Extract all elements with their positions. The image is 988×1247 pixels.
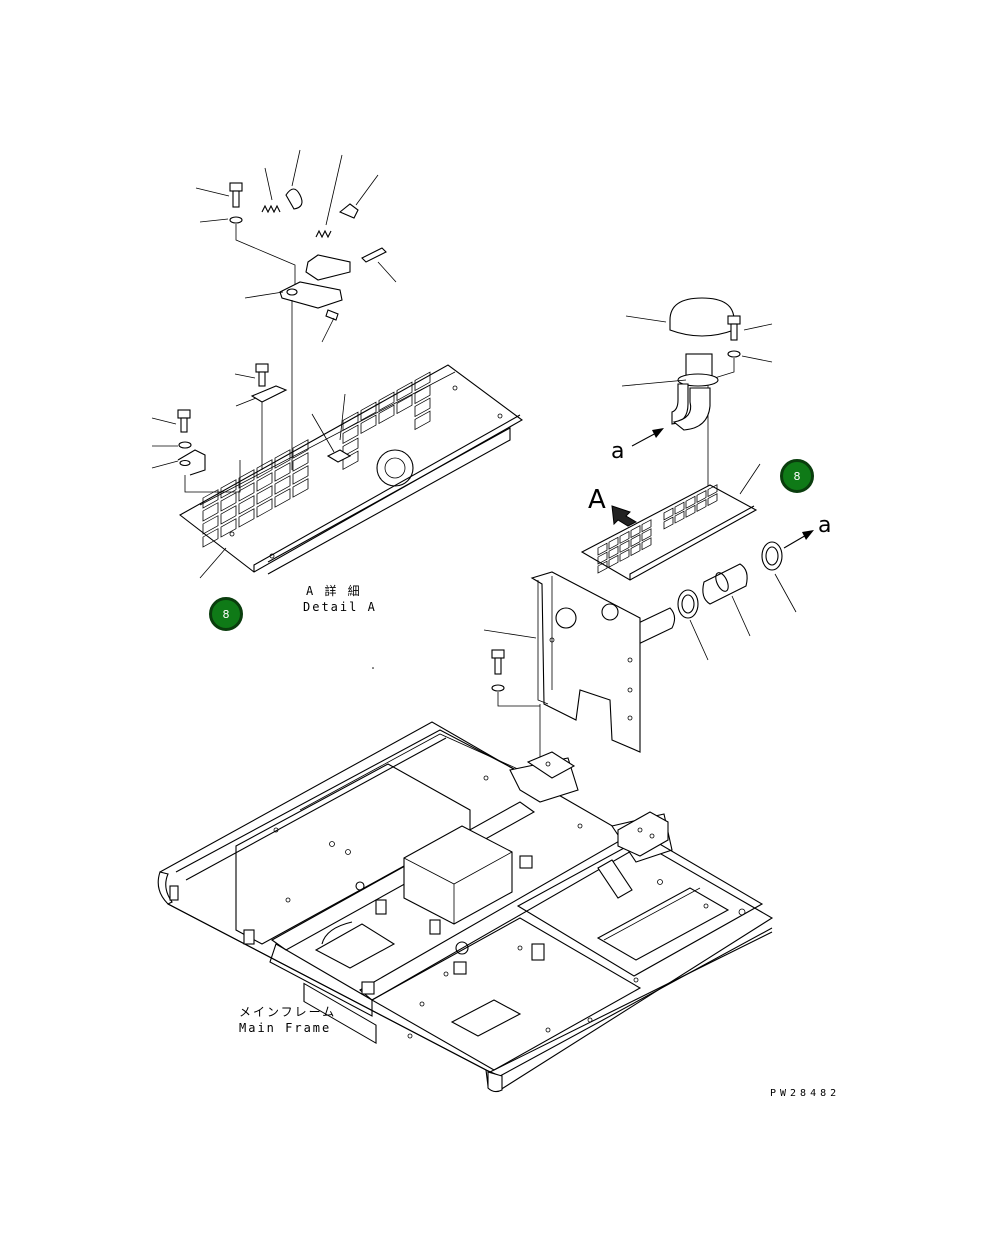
detail-a-title-en: Detail A xyxy=(303,600,377,614)
right-grille-openings xyxy=(597,484,718,574)
part-badge-right[interactable]: 8 xyxy=(780,459,814,493)
air-intake-assembly xyxy=(580,297,814,661)
detail-a-assembly xyxy=(151,149,524,579)
view-arrow-label: A xyxy=(588,485,606,515)
part-badge-left[interactable]: 8 xyxy=(209,597,243,631)
main-frame-title-jp: メインフレーム xyxy=(239,1005,337,1019)
detail-a-title-jp: A 詳 細 xyxy=(306,584,362,598)
flow-out-label: a xyxy=(818,513,832,538)
flow-in-label: a xyxy=(611,439,625,464)
detail-a-grille-openings xyxy=(202,371,431,548)
support-plate xyxy=(483,571,641,950)
drawing-number: PW28482 xyxy=(770,1088,841,1099)
main-frame-title-en: Main Frame xyxy=(239,1021,332,1035)
main-frame xyxy=(157,721,774,1093)
frame-holes xyxy=(273,775,746,1039)
